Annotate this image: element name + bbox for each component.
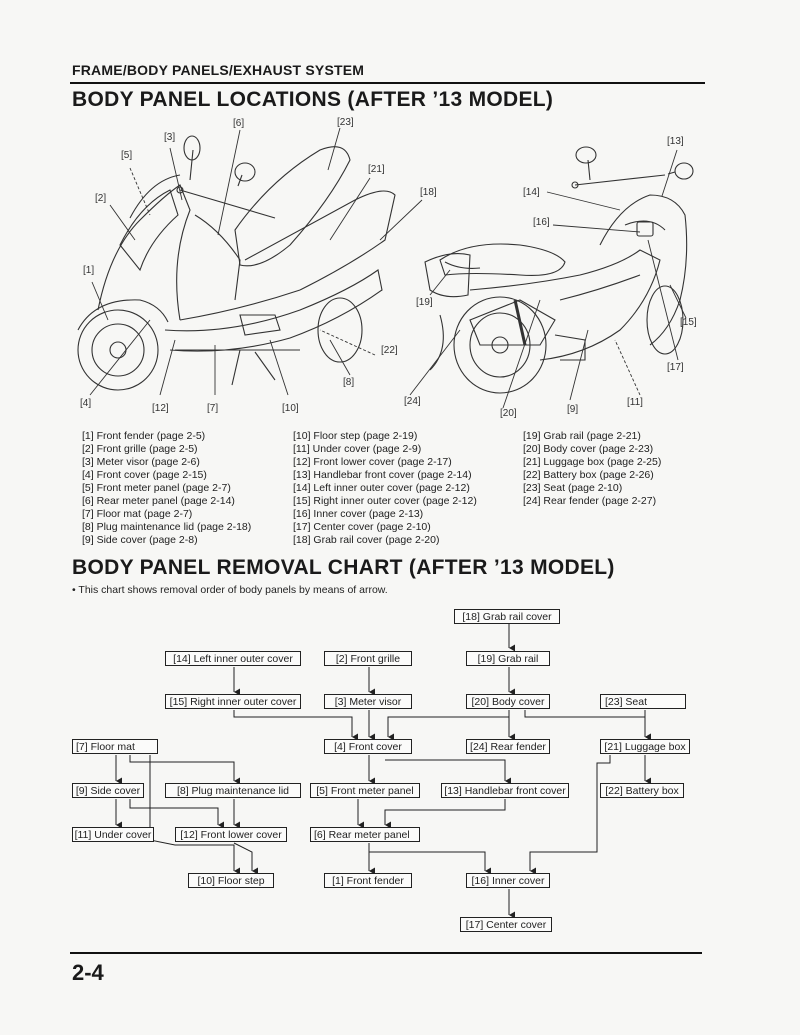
callout-11: [11] bbox=[627, 397, 643, 408]
scooter-illustrations bbox=[77, 127, 694, 409]
chart-box-18-grab-rail-cover: [18] Grab rail cover bbox=[454, 609, 560, 624]
footer-rule bbox=[70, 952, 702, 954]
callout-10: [10] bbox=[282, 403, 299, 414]
page-number: 2-4 bbox=[72, 960, 104, 985]
page-title-removal-chart: BODY PANEL REMOVAL CHART (AFTER ’13 MODE… bbox=[72, 556, 615, 579]
legend-column-3: [19] Grab rail (page 2-21) [20] Body cov… bbox=[523, 430, 661, 508]
chart-box-8-plug-maintenance-lid: [8] Plug maintenance lid bbox=[165, 783, 301, 798]
chart-box-19-grab-rail: [19] Grab rail bbox=[466, 651, 550, 666]
legend-item: [24] Rear fender (page 2-27) bbox=[523, 495, 657, 507]
callout-23: [23] bbox=[337, 117, 354, 128]
chart-box-7-floor-mat: [7] Floor mat bbox=[72, 739, 158, 754]
callout-19: [19] bbox=[416, 297, 433, 308]
callout-9: [9] bbox=[567, 404, 579, 415]
page-title-locations: BODY PANEL LOCATIONS (AFTER ’13 MODEL) bbox=[72, 88, 554, 111]
legend-item: [8] Plug maintenance lid (page 2-18) bbox=[82, 521, 252, 533]
chart-box-20-body-cover: [20] Body cover bbox=[466, 694, 550, 709]
legend-item: [21] Luggage box (page 2-25) bbox=[523, 456, 662, 468]
chart-box-13-handlebar-front-cover: [13] Handlebar front cover bbox=[441, 783, 569, 798]
callout-22: [22] bbox=[381, 345, 398, 356]
legend-item: [5] Front meter panel (page 2-7) bbox=[82, 482, 231, 494]
legend-item: [12] Front lower cover (page 2-17) bbox=[293, 456, 452, 468]
callout-20: [20] bbox=[500, 408, 517, 419]
legend-item: [14] Left inner outer cover (page 2-12) bbox=[293, 482, 470, 494]
legend-item: [1] Front fender (page 2-5) bbox=[82, 430, 206, 442]
legend-item: [16] Inner cover (page 2-13) bbox=[293, 508, 424, 520]
legend-item: [11] Under cover (page 2-9) bbox=[293, 443, 422, 455]
callout-3: [3] bbox=[164, 132, 176, 143]
callout-14: [14] bbox=[523, 187, 540, 198]
chart-box-16-inner-cover: [16] Inner cover bbox=[466, 873, 550, 888]
legend-item: [18] Grab rail cover (page 2-20) bbox=[293, 534, 440, 546]
chart-box-3-meter-visor: [3] Meter visor bbox=[324, 694, 412, 709]
legend-item: [22] Battery box (page 2-26) bbox=[523, 469, 654, 481]
callout-4: [4] bbox=[80, 398, 92, 409]
legend-item: [2] Front grille (page 2-5) bbox=[82, 443, 198, 455]
legend-column-1: [1] Front fender (page 2-5) [2] Front gr… bbox=[82, 430, 251, 547]
callout-21: [21] bbox=[368, 164, 385, 175]
legend-item: [19] Grab rail (page 2-21) bbox=[523, 430, 641, 442]
callout-24: [24] bbox=[404, 396, 421, 407]
chart-box-5-front-meter-panel: [5] Front meter panel bbox=[310, 783, 420, 798]
chart-box-10-floor-step: [10] Floor step bbox=[188, 873, 274, 888]
chart-box-21-luggage-box: [21] Luggage box bbox=[600, 739, 690, 754]
legend-item: [23] Seat (page 2-10) bbox=[523, 482, 623, 494]
legend-item: [15] Right inner outer cover (page 2-12) bbox=[293, 495, 477, 507]
legend-item: [9] Side cover (page 2-8) bbox=[82, 534, 198, 546]
legend-item: [13] Handlebar front cover (page 2-14) bbox=[293, 469, 472, 481]
chart-note: • This chart shows removal order of body… bbox=[72, 584, 388, 596]
callout-7: [7] bbox=[207, 403, 219, 414]
header-rule bbox=[70, 82, 705, 84]
chart-box-2-front-grille: [2] Front grille bbox=[324, 651, 412, 666]
callout-18: [18] bbox=[420, 187, 437, 198]
chart-box-24-rear-fender: [24] Rear fender bbox=[466, 739, 550, 754]
right-scooter-drawing bbox=[424, 146, 694, 394]
chart-box-14-left-inner-outer-cover: [14] Left inner outer cover bbox=[165, 651, 301, 666]
chart-box-12-front-lower-cover: [12] Front lower cover bbox=[175, 827, 287, 842]
legend-item: [17] Center cover (page 2-10) bbox=[293, 521, 431, 533]
callout-5: [5] bbox=[121, 150, 133, 161]
legend-item: [6] Rear meter panel (page 2-14) bbox=[82, 495, 235, 507]
callout-13: [13] bbox=[667, 136, 684, 147]
callout-17: [17] bbox=[667, 362, 684, 373]
chart-box-15-right-inner-outer-cover: [15] Right inner outer cover bbox=[165, 694, 301, 709]
callout-8: [8] bbox=[343, 377, 355, 388]
legend-item: [3] Meter visor (page 2-6) bbox=[82, 456, 200, 468]
legend-item: [7] Floor mat (page 2-7) bbox=[82, 508, 193, 520]
chart-box-22-battery-box: [22] Battery box bbox=[600, 783, 684, 798]
legend-item: [4] Front cover (page 2-15) bbox=[82, 469, 207, 481]
chart-box-1-front-fender: [1] Front fender bbox=[324, 873, 412, 888]
callout-6: [6] bbox=[233, 118, 245, 129]
legend-item: [20] Body cover (page 2-23) bbox=[523, 443, 654, 455]
callout-1: [1] bbox=[83, 265, 95, 276]
chart-box-9-side-cover: [9] Side cover bbox=[72, 783, 144, 798]
chart-box-23-seat: [23] Seat bbox=[600, 694, 686, 709]
chart-box-11-under-cover: [11] Under cover bbox=[72, 827, 154, 842]
callout-12: [12] bbox=[152, 403, 169, 414]
legend-column-2: [10] Floor step (page 2-19) [11] Under c… bbox=[293, 430, 477, 547]
left-scooter-drawing bbox=[77, 135, 396, 391]
chart-box-4-front-cover: [4] Front cover bbox=[324, 739, 412, 754]
section-title: FRAME/BODY PANELS/EXHAUST SYSTEM bbox=[72, 62, 365, 78]
callout-16: [16] bbox=[533, 217, 550, 228]
callout-15: [15] bbox=[680, 317, 697, 328]
legend-item: [10] Floor step (page 2-19) bbox=[293, 430, 418, 442]
chart-box-17-center-cover: [17] Center cover bbox=[460, 917, 552, 932]
callout-2: [2] bbox=[95, 193, 107, 204]
chart-box-6-rear-meter-panel: [6] Rear meter panel bbox=[310, 827, 420, 842]
